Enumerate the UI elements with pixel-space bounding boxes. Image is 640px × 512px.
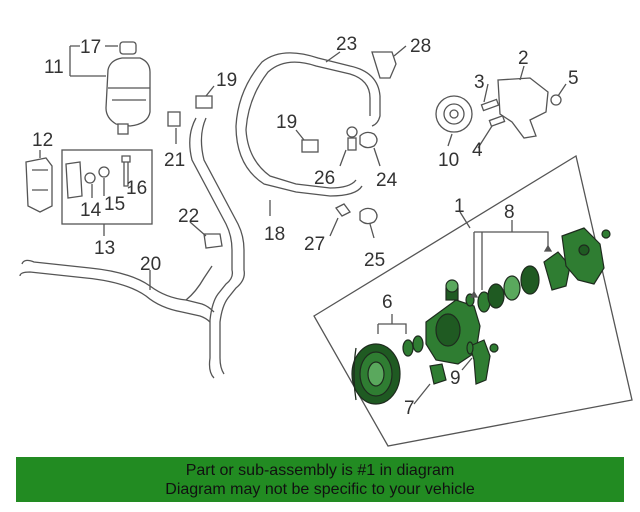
reservoir-group <box>105 41 151 135</box>
return-hose-18[interactable] <box>189 117 234 379</box>
callout-23: 23 <box>336 34 357 55</box>
rear-cover[interactable] <box>561 227 605 285</box>
clip-19a[interactable] <box>195 95 213 109</box>
callout-9: 9 <box>450 368 461 389</box>
callout-1: 1 <box>454 196 465 217</box>
bolt-4[interactable] <box>488 114 506 128</box>
bracket-group-box <box>61 149 153 225</box>
clip-19b[interactable] <box>301 139 319 153</box>
gasket-8c[interactable] <box>543 251 571 291</box>
hose-23[interactable] <box>235 52 381 127</box>
callout-13: 13 <box>94 238 115 259</box>
callout-28: 28 <box>410 36 431 57</box>
clip-21[interactable] <box>167 111 181 127</box>
callout-8: 8 <box>504 202 515 223</box>
pump-assembly-frame <box>313 154 633 447</box>
bracket-12[interactable] <box>25 157 53 213</box>
callout-19b: 19 <box>276 112 297 133</box>
banner-line-1: Part or sub-assembly is #1 in diagram <box>185 462 455 479</box>
fitting-26[interactable] <box>346 126 358 138</box>
callout-22: 22 <box>178 206 199 227</box>
banner-line-2: Diagram may not be specific to your vehi… <box>165 481 475 498</box>
callout-12: 12 <box>32 130 53 151</box>
cam-ring[interactable] <box>487 283 505 309</box>
clamp-14[interactable] <box>65 161 83 199</box>
side-plate[interactable] <box>520 265 540 295</box>
callout-21: 21 <box>164 150 185 171</box>
gasket-25[interactable] <box>359 207 378 225</box>
reservoir-outlet <box>117 123 129 135</box>
bolt-3[interactable] <box>480 98 500 112</box>
callout-11: 11 <box>44 57 64 78</box>
callout-17: 17 <box>80 37 101 58</box>
seal-6b[interactable] <box>412 335 424 353</box>
callout-16: 16 <box>126 178 147 199</box>
clamp-22[interactable] <box>203 233 223 249</box>
gasket-24[interactable] <box>359 131 378 149</box>
callout-3: 3 <box>474 72 485 93</box>
cover-bolt[interactable] <box>601 229 611 239</box>
callout-26: 26 <box>314 168 335 189</box>
reservoir-tank[interactable] <box>105 57 151 127</box>
callout-4: 4 <box>472 140 483 161</box>
rotor[interactable] <box>503 275 521 301</box>
callout-7: 7 <box>404 398 415 419</box>
bolt-27[interactable] <box>335 203 351 217</box>
callout-14: 14 <box>80 200 102 221</box>
callout-20: 20 <box>140 254 161 275</box>
mount-bracket-2[interactable] <box>497 77 549 139</box>
callout-24: 24 <box>376 170 398 191</box>
bracket-28[interactable] <box>371 51 397 79</box>
callout-19a: 19 <box>216 70 237 91</box>
callout-10: 10 <box>438 150 459 171</box>
callout-25: 25 <box>364 250 385 271</box>
suction-fitting-9[interactable] <box>469 339 491 385</box>
callout-18: 18 <box>264 224 285 245</box>
callout-15: 15 <box>104 194 125 215</box>
nut-15[interactable] <box>98 166 110 178</box>
info-banner: Part or sub-assembly is #1 in diagram Di… <box>16 457 624 502</box>
nut-5[interactable] <box>550 94 562 106</box>
callout-27: 27 <box>304 234 325 255</box>
pump-pulley[interactable] <box>351 343 401 405</box>
callout-2: 2 <box>518 48 529 69</box>
callout-5: 5 <box>568 68 579 89</box>
parts-diagram: 17 11 12 14 15 16 13 19 21 18 20 22 19 2… <box>19 34 633 447</box>
bolt-16[interactable] <box>121 155 131 187</box>
washer-15[interactable] <box>84 172 96 184</box>
reservoir-cap[interactable] <box>119 41 137 55</box>
callout-6: 6 <box>382 292 393 313</box>
control-valve-7[interactable] <box>429 363 447 385</box>
seal-6a[interactable] <box>402 339 414 357</box>
